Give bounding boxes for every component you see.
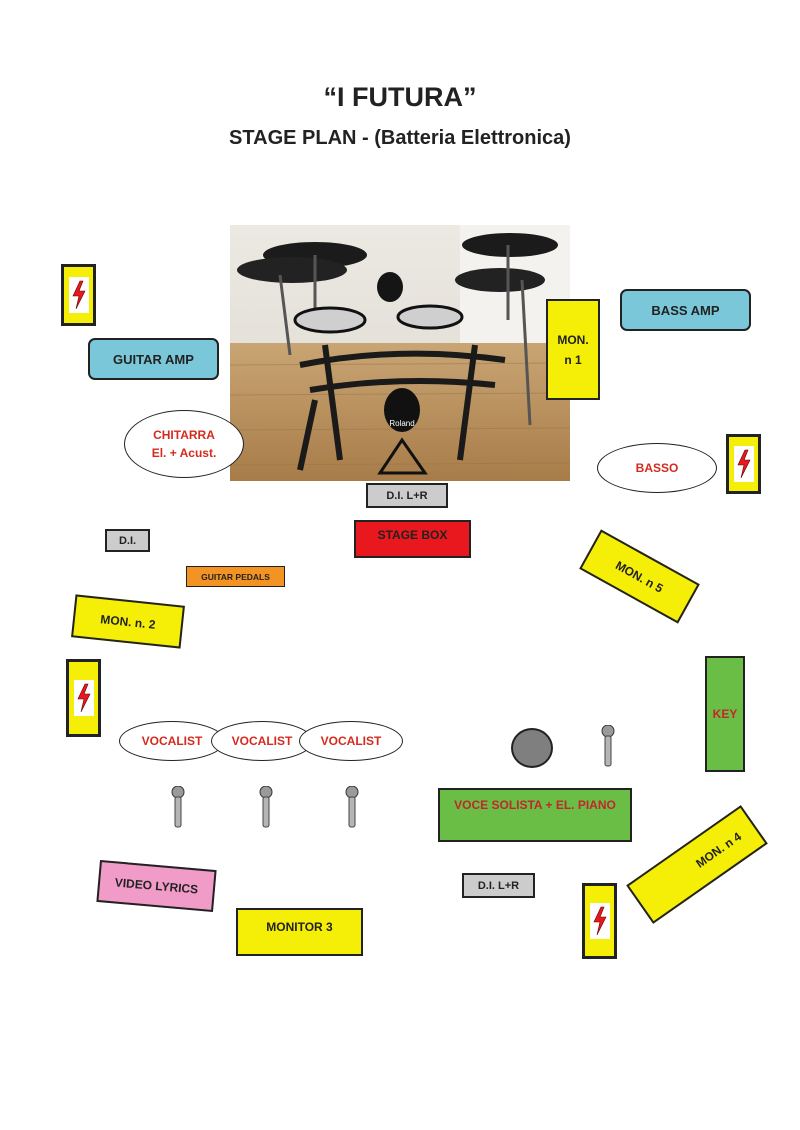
- lead-vocal-el-piano: VOCE SOLISTA + EL. PIANO: [438, 788, 632, 842]
- di-guitar: D.I.: [105, 529, 150, 552]
- page-subtitle: STAGE PLAN - (Batteria Elettronica): [229, 127, 571, 149]
- monitor-4: MON. n 4: [626, 805, 768, 924]
- power-outlet-icon: [582, 883, 617, 959]
- di-lr-keys: D.I. L+R: [462, 873, 535, 898]
- drum-kit-illustration: Roland: [230, 225, 570, 481]
- microphone-icon: [258, 785, 274, 828]
- power-outlet-icon: [726, 434, 761, 494]
- vocalist-1: VOCALIST: [119, 721, 225, 761]
- power-outlet-icon: [61, 264, 96, 326]
- monitor-3: MONITOR 3: [236, 908, 363, 956]
- stage-box: STAGE BOX: [354, 520, 471, 558]
- video-lyrics-screen: VIDEO LYRICS: [96, 859, 217, 913]
- vocalist-3: VOCALIST: [299, 721, 403, 761]
- keyboard: KEY: [705, 656, 745, 772]
- bass-amp: BASS AMP: [620, 289, 751, 331]
- vocalist-2: VOCALIST: [211, 721, 313, 761]
- di-lr-drums: D.I. L+R: [366, 483, 448, 508]
- drum-brand-label: Roland: [389, 419, 414, 428]
- bassist-position: BASSO: [597, 443, 717, 493]
- guitarist-position: CHITARRA El. + Acust.: [124, 410, 244, 478]
- microphone-icon: [344, 785, 360, 828]
- guitar-pedals: GUITAR PEDALS: [186, 566, 285, 587]
- guitar-amp: GUITAR AMP: [88, 338, 219, 380]
- microphone-icon: [170, 785, 186, 828]
- page-title: “I FUTURA”: [323, 82, 477, 112]
- monitor-5: MON. n 5: [579, 529, 700, 624]
- microphone-icon: [600, 724, 616, 767]
- electronic-drum-kit-photo: Roland: [230, 225, 570, 481]
- monitor-1: MON. n 1: [546, 299, 600, 400]
- power-outlet-icon: [66, 659, 101, 737]
- monitor-2: MON. n. 2: [71, 594, 185, 649]
- drum-stool-icon: [511, 728, 553, 768]
